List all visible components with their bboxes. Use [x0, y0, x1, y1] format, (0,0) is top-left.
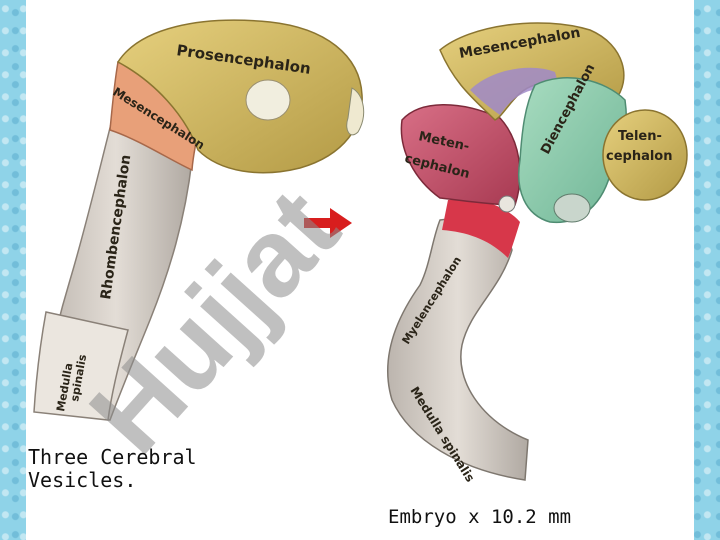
caption-line-2: Vesicles. — [28, 468, 137, 492]
three-vesicles-figure: Prosencephalon Mesencephalon Rhombenceph… — [33, 19, 365, 421]
embryo-brain-figure: Mesencephalon Diencephalon Telen- cephal… — [387, 22, 688, 485]
telencephalon-region — [602, 109, 688, 201]
isthmus-red-band — [442, 198, 520, 258]
label-telen-cephalon: cephalon — [606, 149, 673, 164]
caption-three-vesicles: Three Cerebral Vesicles. — [28, 446, 197, 492]
purple-band — [470, 67, 560, 115]
optic-stub — [553, 193, 591, 223]
caption-line-1: Three Cerebral — [28, 445, 197, 469]
red-arrow-icon — [304, 208, 352, 238]
myelencephalon-region — [387, 218, 529, 481]
caption-embryo: Embryo x 10.2 mm — [388, 506, 572, 528]
optic-vesicle — [245, 79, 291, 121]
label-telen: Telen- — [618, 129, 662, 144]
medulla-spinalis-region — [33, 311, 129, 421]
nerve-stub — [498, 195, 516, 213]
anterior-stub — [346, 87, 365, 136]
